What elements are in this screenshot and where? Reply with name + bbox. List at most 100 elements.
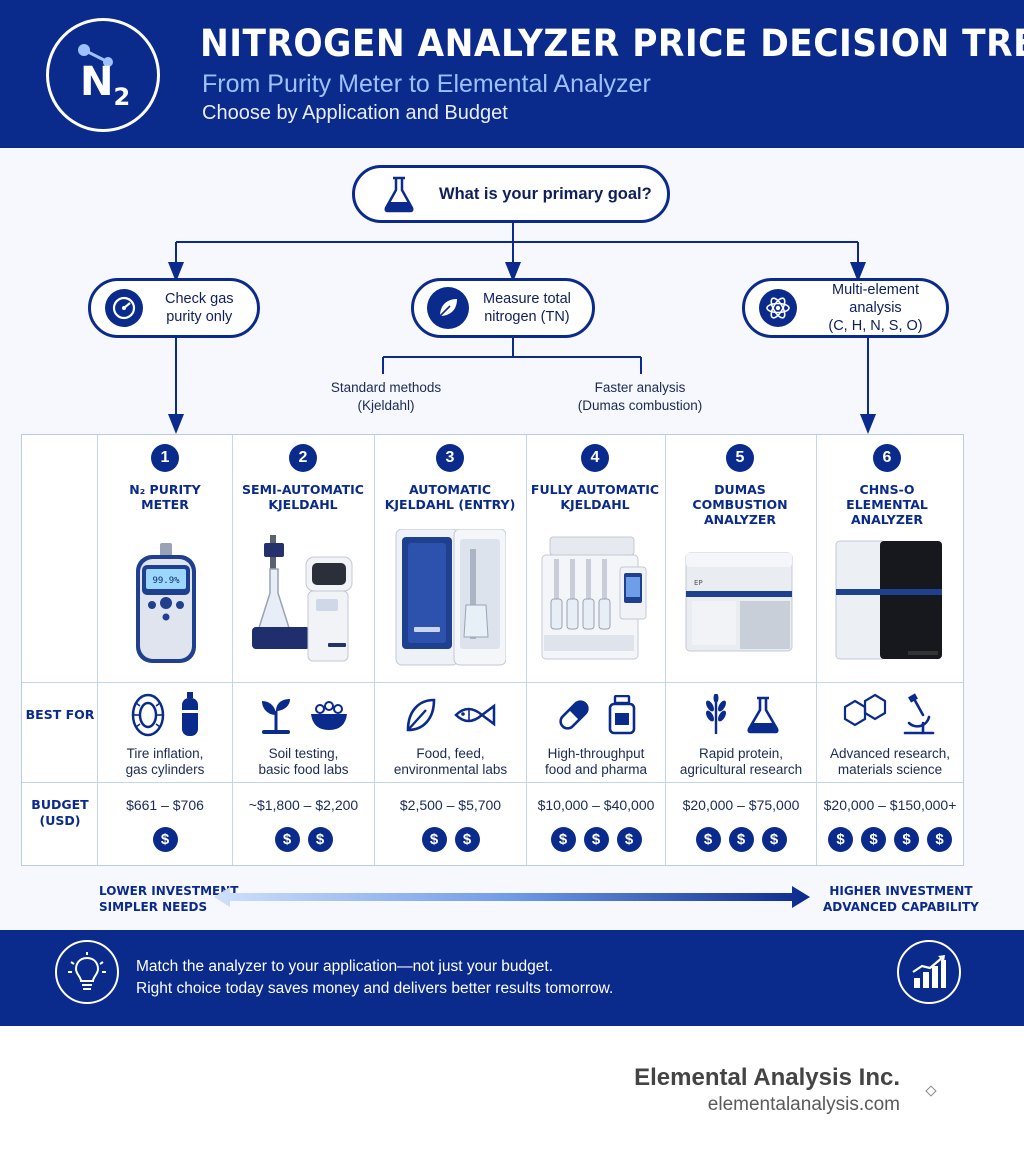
dollar-coin-icon: $ [152, 827, 178, 852]
best-for-cell-6: Advanced research, materials science [817, 692, 963, 778]
automatic-kjeldahl-entry-image [395, 529, 506, 666]
cost-coins-6: $$$$ [817, 827, 963, 852]
molecule-icon [843, 693, 887, 727]
budget-value-6: $20,000 – $150,000+ [823, 797, 957, 813]
goal-2-line1: Measure total [483, 291, 571, 307]
best-for-row-label: BEST FOR [25, 707, 95, 722]
header-banner: N2 NITROGEN ANALYZER PRICE DECISION TREE… [0, 0, 1024, 148]
budget-cell-3: $2,500 – $5,700 $$ [375, 797, 526, 852]
fish-icon [453, 703, 495, 727]
product-comparison-table: 1 N₂ PURITY METER 2 SEMI-AUTOMATIC KJELD… [21, 434, 964, 866]
footer-banner: Match the analyzer to your application—n… [0, 930, 1024, 1026]
dollar-coin-icon: $ [761, 827, 787, 852]
logo-text: N2 [80, 62, 130, 111]
product-header-3: 3 AUTOMATIC KJELDAHL (ENTRY) [380, 444, 520, 512]
budget-label-line2: (USD) [39, 813, 81, 828]
chns-o-elemental-analyzer-image [835, 540, 942, 660]
gauge-icon [105, 289, 143, 327]
budget-row-label: BUDGET (USD) [22, 797, 98, 829]
product-name-5: DUMAS COMBUSTION ANALYZER [670, 482, 810, 527]
goal-2-line2: nitrogen (TN) [484, 309, 570, 325]
dollar-coin-icon: $ [274, 827, 300, 852]
svg-text:99.9%: 99.9% [152, 576, 180, 586]
goal-3-line2: (C, H, N, S, O) [828, 318, 923, 334]
best-for-2-line1: Soil testing, [268, 746, 339, 761]
lightbulb-icon [55, 940, 119, 1004]
logo-sub: 2 [113, 83, 130, 111]
product-name-6-line1: CHNS-O [859, 482, 915, 497]
product-name-2-line1: SEMI-AUTOMATIC [242, 482, 364, 497]
gas-cylinder-icon [182, 692, 198, 736]
branch-kjeldahl-line2: (Kjeldahl) [357, 398, 415, 413]
molecule-dots-icon [78, 44, 113, 67]
footer-line2: Right choice today saves money and deliv… [136, 980, 614, 997]
best-for-4-line1: High-throughput [547, 746, 645, 761]
leaf-icon [427, 287, 469, 329]
product-name-6: CHNS-O ELEMENTAL ANALYZER [822, 482, 952, 527]
svg-text:EP: EP [694, 579, 703, 587]
company-url[interactable]: elementalanalysis.com [707, 1094, 900, 1115]
company-name: Elemental Analysis Inc. [634, 1064, 900, 1091]
branch-kjeldahl-line1: Standard methods [330, 380, 442, 395]
goal-1-line1: Check gas [165, 291, 234, 307]
goal-multi-element: Multi-element analysis (C, H, N, S, O) [742, 278, 949, 338]
scale-high-line2: ADVANCED CAPABILITY [823, 900, 979, 914]
microscope-icon [903, 693, 935, 735]
scale-low-line2: SIMPLER NEEDS [99, 900, 208, 914]
product-header-1: 1 N₂ PURITY METER [105, 444, 225, 512]
primary-goal-label: What is your primary goal? [439, 185, 652, 203]
product-name-5-line1: DUMAS [714, 482, 766, 497]
medicine-bottle-icon [608, 695, 636, 735]
budget-cell-5: $20,000 – $75,000 $$$ [666, 797, 816, 852]
dollar-coin-icon: $ [828, 827, 853, 852]
dollar-coin-icon: $ [894, 827, 919, 852]
cost-coins-1: $ [98, 827, 232, 852]
budget-value-2: ~$1,800 – $2,200 [248, 797, 359, 813]
product-number-2: 2 [289, 444, 317, 472]
product-name-2-line2: KJELDAHL [268, 497, 338, 512]
primary-goal-node: What is your primary goal? [352, 165, 670, 223]
growth-chart-icon [897, 940, 961, 1004]
best-for-1-line2: gas cylinders [125, 762, 205, 777]
scale-high-line1: HIGHER INVESTMENT [829, 884, 973, 898]
goal-gas-purity: Check gas purity only [88, 278, 260, 338]
flask-icon [747, 696, 779, 734]
best-for-cell-2: Soil testing, basic food labs [233, 692, 374, 778]
dollar-coin-icon: $ [695, 827, 721, 852]
best-for-3-line2: environmental labs [393, 762, 508, 777]
scale-high-label: HIGHER INVESTMENT ADVANCED CAPABILITY [823, 883, 979, 915]
product-number-1: 1 [151, 444, 179, 472]
dollar-coin-icon: $ [728, 827, 754, 852]
corner-mark-icon [925, 1085, 937, 1097]
investment-scale-arrow [214, 886, 810, 908]
product-header-2: 2 SEMI-AUTOMATIC KJELDAHL [238, 444, 368, 512]
cost-coins-3: $$ [375, 827, 526, 852]
best-for-2-line2: basic food labs [258, 762, 349, 777]
product-number-5: 5 [726, 444, 754, 472]
product-number-6: 6 [873, 444, 901, 472]
tree-connectors [168, 221, 876, 434]
goal-total-nitrogen: Measure total nitrogen (TN) [411, 278, 595, 338]
fully-automatic-kjeldahl-image [541, 536, 647, 660]
branch-kjeldahl: Standard methods (Kjeldahl) [326, 379, 446, 415]
budget-cell-1: $661 – $706 $ [98, 797, 232, 852]
dollar-coin-icon: $ [616, 827, 642, 852]
dollar-coin-icon: $ [421, 827, 447, 852]
n2-logo [46, 18, 160, 132]
semi-automatic-kjeldahl-image [252, 535, 353, 662]
goal-1-line2: purity only [166, 309, 233, 325]
leaf-icon [406, 698, 435, 732]
branch-dumas-line1: Faster analysis [594, 380, 686, 395]
product-name-1-line1: N₂ PURITY [129, 482, 201, 497]
capsule-icon [559, 700, 589, 730]
goal-multi-element-label: Multi-element analysis (C, H, N, S, O) [805, 281, 946, 335]
best-for-5-line1: Rapid protein, [698, 746, 784, 761]
product-name-4-line1: FULLY AUTOMATIC [530, 482, 660, 497]
food-bowl-icon [310, 701, 347, 730]
page-tagline: Choose by Application and Budget [202, 102, 508, 124]
flask-icon [384, 176, 414, 213]
best-for-cell-5: Rapid protein, agricultural research [666, 692, 816, 778]
best-for-cell-1: Tire inflation, gas cylinders [98, 692, 232, 778]
product-name-2: SEMI-AUTOMATIC KJELDAHL [238, 482, 368, 512]
product-name-1: N₂ PURITY METER [105, 482, 225, 512]
